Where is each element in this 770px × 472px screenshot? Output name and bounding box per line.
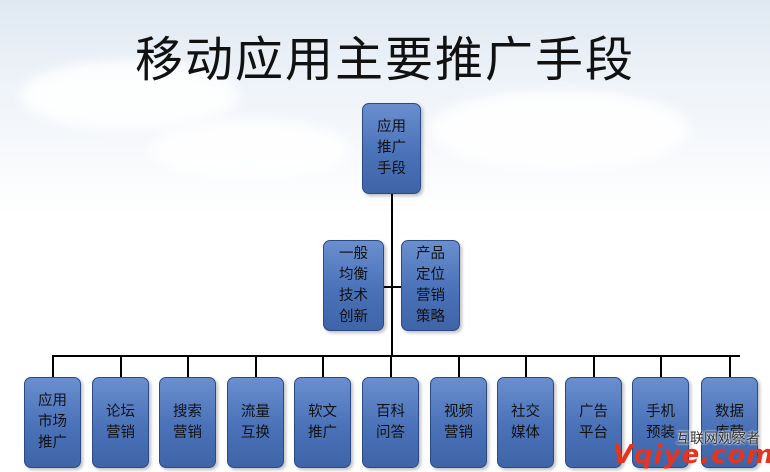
connector-child-drop bbox=[525, 355, 527, 377]
child-node-label: 视频营销 bbox=[444, 403, 473, 441]
connector-child-drop bbox=[593, 355, 595, 377]
middle-node-label: 一般均衡技术创新 bbox=[339, 245, 368, 325]
child-node: 搜索营销 bbox=[159, 377, 216, 468]
connector-middle-left bbox=[384, 286, 392, 288]
middle-node-right: 产品定位营销策略 bbox=[401, 240, 460, 331]
connector-children-bus bbox=[54, 355, 740, 357]
child-node: 数据库营 bbox=[701, 377, 758, 468]
child-node: 流量互换 bbox=[227, 377, 284, 468]
child-node: 视频营销 bbox=[430, 377, 487, 468]
child-node-label: 广告平台 bbox=[579, 403, 608, 441]
cloud-decoration bbox=[20, 60, 240, 130]
child-node: 社交媒体 bbox=[497, 377, 554, 468]
cloud-decoration bbox=[430, 90, 690, 170]
child-node: 广告平台 bbox=[565, 377, 622, 468]
connector-child-drop bbox=[120, 355, 122, 377]
child-node-label: 流量互换 bbox=[241, 403, 270, 441]
root-node-label: 应用推广手段 bbox=[377, 119, 406, 177]
connector-child-drop bbox=[255, 355, 257, 377]
root-node: 应用推广手段 bbox=[362, 103, 421, 194]
connector-middle-right bbox=[392, 286, 401, 288]
child-node-label: 论坛营销 bbox=[106, 403, 135, 441]
connector-root-trunk bbox=[391, 194, 393, 356]
middle-node-label: 产品定位营销策略 bbox=[416, 245, 445, 325]
child-node: 论坛营销 bbox=[92, 377, 149, 468]
page-title: 移动应用主要推广手段 bbox=[134, 32, 635, 88]
child-node: 手机预装 bbox=[632, 377, 689, 468]
child-node-label: 百科问答 bbox=[376, 403, 405, 441]
connector-child-drop bbox=[458, 355, 460, 377]
child-node-label: 数据库营 bbox=[715, 403, 744, 441]
child-node-label: 社交媒体 bbox=[511, 403, 540, 441]
child-node-label: 搜索营销 bbox=[173, 403, 202, 441]
child-node: 百科问答 bbox=[362, 377, 419, 468]
watermark-caption: 互联网观察者 bbox=[676, 431, 760, 447]
child-node-label: 软文推广 bbox=[308, 403, 337, 441]
connector-child-drop bbox=[660, 355, 662, 377]
connector-child-drop bbox=[729, 355, 731, 377]
child-node-label: 应用市场推广 bbox=[38, 393, 67, 451]
connector-child-drop bbox=[52, 355, 54, 377]
middle-node-left: 一般均衡技术创新 bbox=[323, 240, 384, 331]
cloud-decoration bbox=[150, 120, 350, 180]
connector-child-drop bbox=[187, 355, 189, 377]
child-node: 应用市场推广 bbox=[24, 377, 81, 468]
connector-child-drop bbox=[322, 355, 324, 377]
connector-child-drop bbox=[390, 355, 392, 377]
watermark-logo: Vqiye.com bbox=[613, 440, 770, 470]
child-node: 软文推广 bbox=[294, 377, 351, 468]
child-node-label: 手机预装 bbox=[646, 403, 675, 441]
